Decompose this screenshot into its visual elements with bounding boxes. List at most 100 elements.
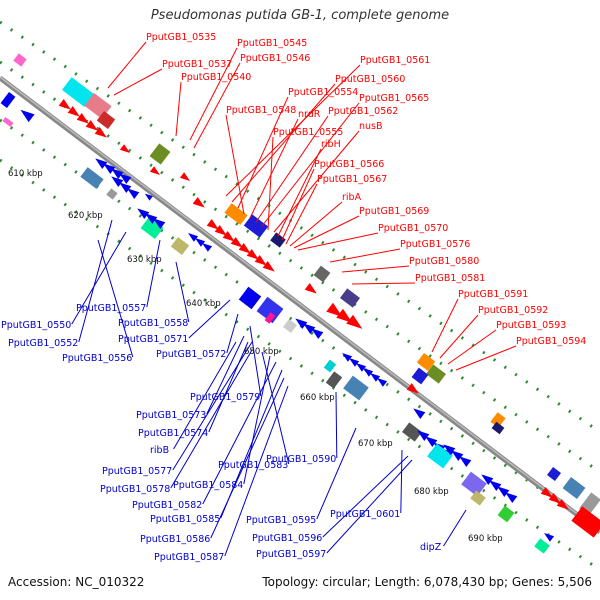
- forward-gene-arrow: [262, 261, 275, 272]
- green-feature: [497, 505, 515, 523]
- forward-gene-arrow: [76, 113, 89, 124]
- bottom-leader-line: [243, 355, 271, 485]
- bottom-gene-label: dipZ: [420, 542, 442, 553]
- top-leader-line: [267, 136, 274, 231]
- forward-gene-arrow: [540, 487, 553, 498]
- grey-feature: [402, 422, 422, 442]
- forward-gene-block: [571, 506, 600, 538]
- reverse-gene-arrow: [103, 163, 116, 174]
- forward-gene-arrow: [192, 197, 205, 208]
- bottom-leader-line: [443, 509, 467, 547]
- forward-gene-arrow: [304, 283, 317, 294]
- reverse-gene-arrow: [311, 328, 324, 339]
- bottom-leader-line: [316, 427, 357, 520]
- grey-feature: [106, 188, 118, 200]
- bottom-gene-label: PputGB1_0601: [330, 509, 400, 520]
- kbp-tick-label: 620 kbp: [68, 211, 103, 221]
- inner-dot-ring-2: [0, 158, 600, 572]
- grey-feature: [325, 371, 343, 389]
- top-gene-label: PputGB1_0562: [328, 106, 398, 117]
- kbp-tick-label: 640 kbp: [186, 299, 221, 309]
- forward-gene-arrow: [206, 219, 219, 230]
- reverse-gene-arrow: [544, 532, 555, 542]
- top-gene-label: PputGB1_0565: [359, 93, 429, 104]
- slateblue-feature: [461, 471, 487, 497]
- top-leader-line: [277, 148, 322, 237]
- reverse-gene-arrow: [459, 456, 472, 467]
- top-gene-label: PputGB1_0576: [400, 239, 470, 250]
- reverse-gene-arrow: [137, 208, 150, 219]
- top-gene-label: PputGB1_0546: [240, 53, 310, 64]
- top-gene-label: PputGB1_0566: [314, 159, 384, 170]
- forward-gene-arrow: [58, 99, 71, 110]
- top-leader-line: [289, 201, 343, 247]
- bottom-gene-label: PputGB1_0572: [156, 349, 226, 360]
- top-leader-line: [447, 329, 497, 365]
- top-gene-label: PputGB1_0548: [226, 105, 296, 116]
- reverse-gene-arrow: [363, 367, 374, 377]
- kbp-tick-label: 690 kbp: [468, 534, 503, 544]
- top-gene-label: PputGB1_0560: [335, 74, 405, 85]
- top-gene-label: PputGB1_0570: [378, 223, 448, 234]
- bottom-gene-label: PputGB1_0574: [138, 428, 208, 439]
- top-gene-label: PputGB1_0592: [478, 305, 548, 316]
- bottom-gene-label: PputGB1_0571: [118, 334, 188, 345]
- kbp-tick-label: 650 kbp: [244, 347, 279, 357]
- cyan-feature: [427, 443, 453, 469]
- top-gene-label: PputGB1_0569: [359, 206, 429, 217]
- top-gene-label: PputGB1_0591: [458, 289, 528, 300]
- reverse-gene-arrow: [417, 430, 430, 441]
- forward-gene-arrow: [336, 308, 353, 323]
- bottom-leader-line: [335, 391, 338, 459]
- bottom-gene-label: PputGB1_0584: [173, 480, 243, 491]
- top-leader-line: [189, 47, 238, 141]
- forward-gene-arrow: [406, 383, 419, 394]
- reverse-gene-arrow: [481, 474, 494, 485]
- forward-gene-arrow: [346, 314, 363, 329]
- reverse-gene-block: [0, 92, 16, 108]
- top-leader-line: [193, 62, 241, 149]
- reverse-gene-arrow: [497, 486, 510, 497]
- blue-feature: [243, 214, 269, 238]
- reverse-gene-arrow: [111, 176, 124, 187]
- bottom-gene-label: PputGB1_0558: [118, 318, 188, 329]
- reverse-gene-arrow: [451, 450, 464, 461]
- orange-feature: [490, 412, 506, 428]
- bottom-leader-line: [170, 349, 253, 489]
- bottom-leader-line: [210, 377, 285, 539]
- reverse-gene-arrow: [127, 188, 140, 199]
- top-gene-label: PputGB1_0567: [317, 174, 387, 185]
- bottom-leader-line: [224, 385, 289, 557]
- bottom-leader-line: [322, 455, 409, 538]
- bottom-gene-label: PputGB1_0590: [266, 454, 336, 465]
- khaki-feature: [170, 236, 190, 256]
- bottom-gene-label: PputGB1_0582: [132, 500, 202, 511]
- accession-label: Accession: NC_010322: [8, 575, 145, 589]
- reverse-gene-arrow: [505, 492, 518, 503]
- top-leader-line: [237, 96, 289, 209]
- bottom-gene-label: PputGB1_0583: [218, 460, 288, 471]
- top-leader-line: [113, 68, 163, 96]
- forward-gene-arrow: [149, 166, 160, 176]
- bottom-gene-label: PputGB1_0597: [256, 549, 326, 560]
- cyan-feature: [62, 77, 94, 107]
- top-gene-label: PputGB1_0581: [415, 273, 485, 284]
- reverse-gene-arrow: [443, 444, 456, 455]
- top-gene-label: PputGB1_0540: [181, 72, 251, 83]
- grey-feature: [282, 318, 298, 334]
- top-leader-line: [455, 345, 517, 371]
- bottom-leader-line: [175, 261, 190, 323]
- top-gene-label: PputGB1_0537: [162, 59, 232, 70]
- top-gene-label: nrdR: [298, 109, 321, 120]
- olive-feature: [426, 364, 446, 384]
- bottom-gene-label: PputGB1_0587: [154, 552, 224, 563]
- top-leader-line: [351, 282, 416, 285]
- bottom-leader-line: [97, 239, 134, 358]
- navy-feature: [491, 421, 505, 435]
- bottom-leader-line: [226, 313, 239, 354]
- kbp-tick-label: 670 kbp: [358, 439, 393, 449]
- bottom-leader-line: [400, 449, 403, 514]
- top-leader-line: [293, 215, 360, 249]
- reverse-gene-arrow: [377, 377, 388, 387]
- bottom-gene-label: PputGB1_0596: [252, 533, 322, 544]
